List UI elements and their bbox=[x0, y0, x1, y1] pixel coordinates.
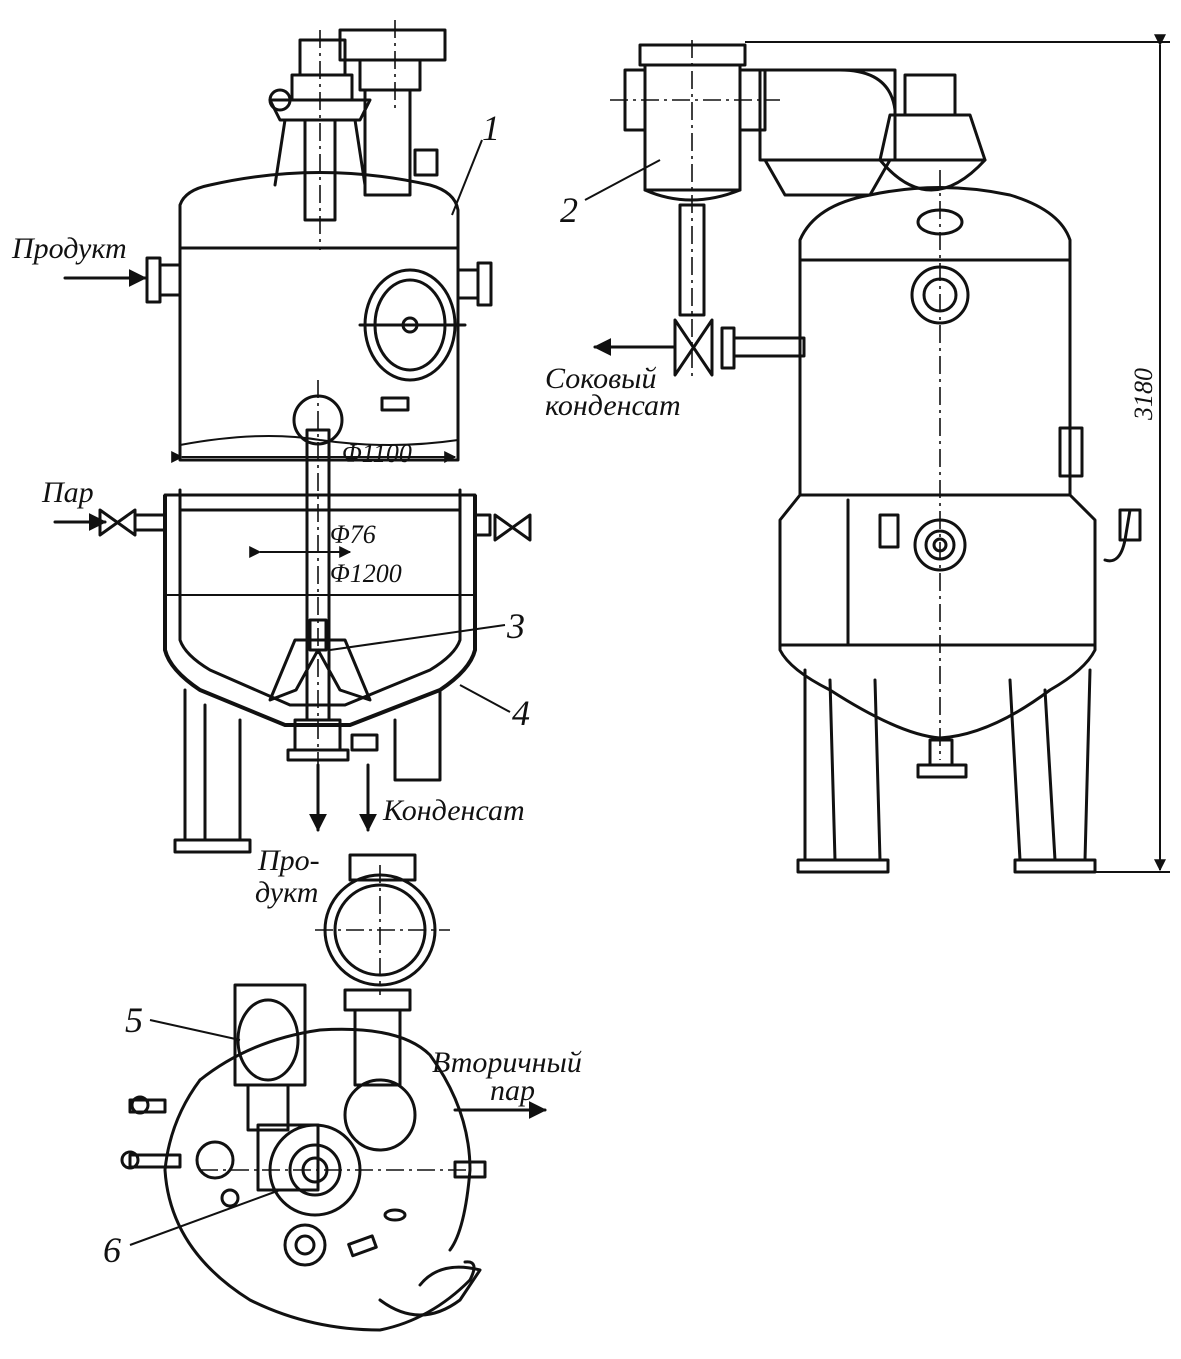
label-secondary-steam-2: пар bbox=[490, 1074, 535, 1107]
front-view bbox=[55, 20, 530, 852]
callout-5: 5 bbox=[125, 1000, 143, 1040]
callout-leaders bbox=[130, 140, 660, 1245]
label-condensate: Конденсат bbox=[382, 794, 525, 827]
dim-pipe-diameter: Φ76 bbox=[330, 520, 376, 549]
label-product-out-2: дукт bbox=[255, 876, 318, 909]
label-steam: Пар bbox=[41, 476, 94, 509]
dim-height: 3180 bbox=[1129, 368, 1158, 421]
callout-3: 3 bbox=[506, 606, 525, 646]
callout-2: 2 bbox=[560, 190, 578, 230]
callout-4: 4 bbox=[512, 693, 530, 733]
top-view bbox=[122, 855, 547, 1330]
side-view bbox=[593, 34, 1170, 872]
callout-6: 6 bbox=[103, 1230, 121, 1270]
dim-jacket-diameter: Φ1200 bbox=[330, 559, 402, 588]
label-product-in: Продукт bbox=[11, 232, 127, 265]
dim-shell-diameter: Φ1100 bbox=[342, 439, 412, 468]
callout-1: 1 bbox=[482, 108, 500, 148]
label-product-out-1: Про- bbox=[257, 844, 320, 877]
label-juice-condensate-2: конденсат bbox=[545, 389, 681, 422]
label-secondary-steam-1: Вторичный bbox=[432, 1046, 582, 1079]
label-juice-condensate-1: Соковый bbox=[545, 362, 656, 395]
